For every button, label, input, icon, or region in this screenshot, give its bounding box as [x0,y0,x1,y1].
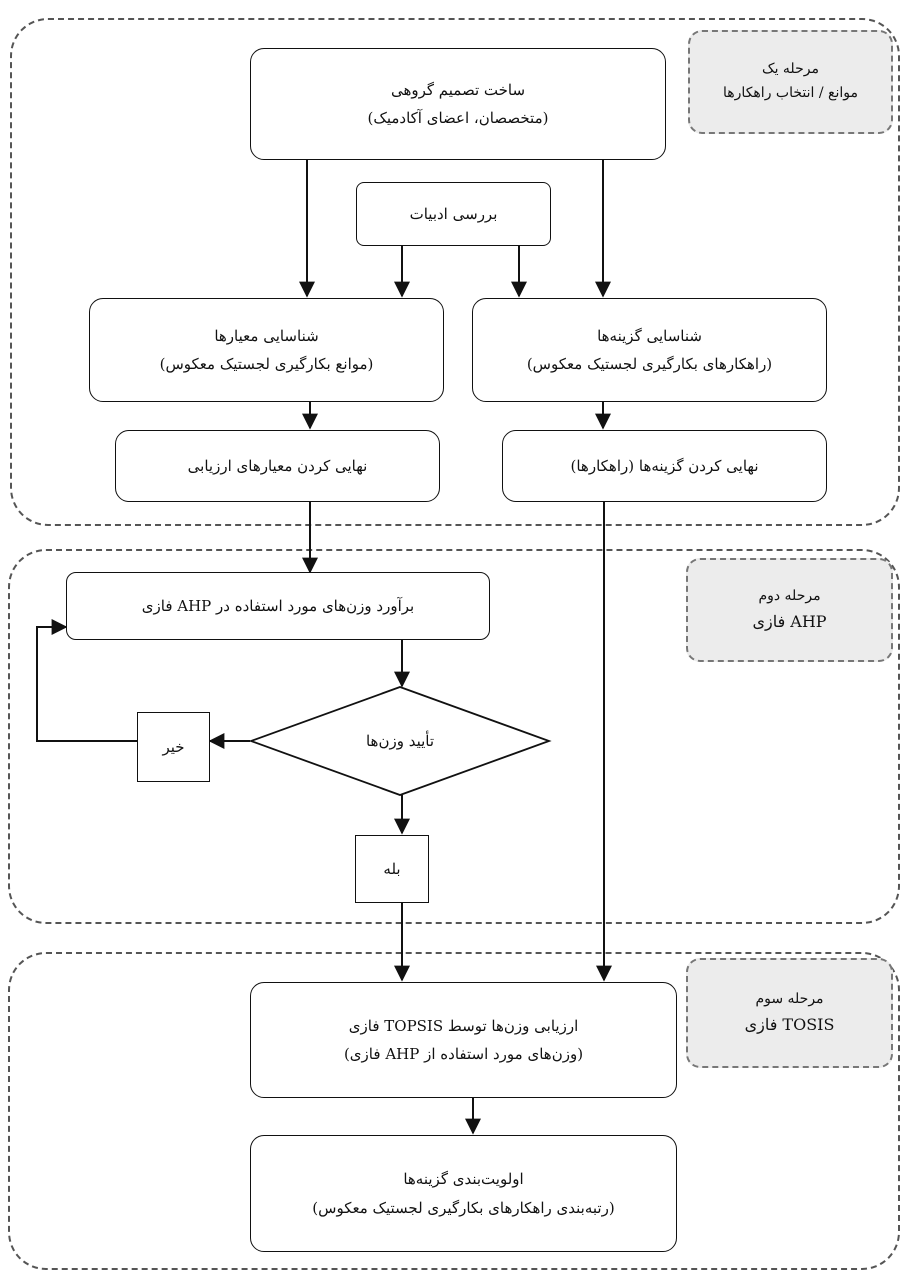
stage-two-region [8,549,900,924]
node-group-decision: ساخت تصمیم گروهی (متخصصان، اعضای آکادمیک… [250,48,666,160]
node-identify-options-line2: (راهکارهای بکارگیری لجستیک معکوس) [526,355,773,373]
node-no-line1: خیر [162,737,185,756]
node-literature-line1: بررسی ادبیات [409,204,498,223]
stage-two-subtitle: AHP فازی [752,612,827,632]
node-estimate-weights-line1: برآورد وزن‌های مورد استفاده در AHP فازی [141,596,415,615]
node-group-decision-line2: (متخصصان، اعضای آکادمیک) [367,109,549,127]
node-confirm-weights-label: تأیید وزن‌ها [365,732,435,750]
stage-three-subtitle: TOSIS فازی [744,1015,835,1035]
node-finalize-criteria: نهایی کردن معیارهای ارزیابی [115,430,440,502]
node-group-decision-line1: ساخت تصمیم گروهی [390,80,526,99]
node-finalize-options: نهایی کردن گزینه‌ها (راهکارها) [502,430,827,502]
node-identify-criteria-line2: (موانع بکارگیری لجستیک معکوس) [159,355,374,373]
arrow-no-loop-back [36,619,137,742]
node-identify-options: شناسایی گزینه‌ها (راهکارهای بکارگیری لجس… [472,298,827,402]
node-identify-criteria: شناسایی معیارها (موانع بکارگیری لجستیک م… [89,298,444,402]
node-prioritize-line1: اولویت‌بندی گزینه‌ها [403,1170,524,1188]
node-topsis-eval: ارزیابی وزن‌ها توسط TOPSIS فازی (وزن‌های… [250,982,677,1098]
node-prioritize-line2: (رتبه‌بندی راهکارهای بکارگیری لجستیک معک… [312,1198,615,1217]
stage-two-title: مرحله دوم [758,587,821,604]
node-topsis-eval-line2: (وزن‌های مورد استفاده از AHP فازی) [343,1045,584,1063]
node-identify-options-line1: شناسایی گزینه‌ها [597,326,702,345]
node-no: خیر [137,712,210,782]
stage-three-label: مرحله سوم TOSIS فازی [686,958,893,1068]
node-yes: بله [355,835,429,903]
confirm-weights-diamond [248,686,552,796]
stage-one-title: مرحله یک [762,61,819,78]
stage-three-title: مرحله سوم [755,990,824,1007]
node-estimate-weights: برآورد وزن‌های مورد استفاده در AHP فازی [66,572,490,640]
node-identify-criteria-line1: شناسایی معیارها [214,326,319,345]
stage-two-label: مرحله دوم AHP فازی [686,558,893,662]
node-finalize-options-line1: نهایی کردن گزینه‌ها (راهکارها) [570,456,759,475]
stage-one-region [10,18,900,526]
node-prioritize: اولویت‌بندی گزینه‌ها (رتبه‌بندی راهکارها… [250,1135,677,1252]
node-yes-line1: بله [383,859,401,878]
stage-one-subtitle: موانع / انتخاب راهکارها [723,85,858,101]
node-literature: بررسی ادبیات [356,182,551,246]
stage-three-region [8,952,900,1270]
node-topsis-eval-line1: ارزیابی وزن‌ها توسط TOPSIS فازی [348,1016,579,1035]
stage-one-label: مرحله یک موانع / انتخاب راهکارها [688,30,893,134]
node-finalize-criteria-line1: نهایی کردن معیارهای ارزیابی [187,456,368,475]
